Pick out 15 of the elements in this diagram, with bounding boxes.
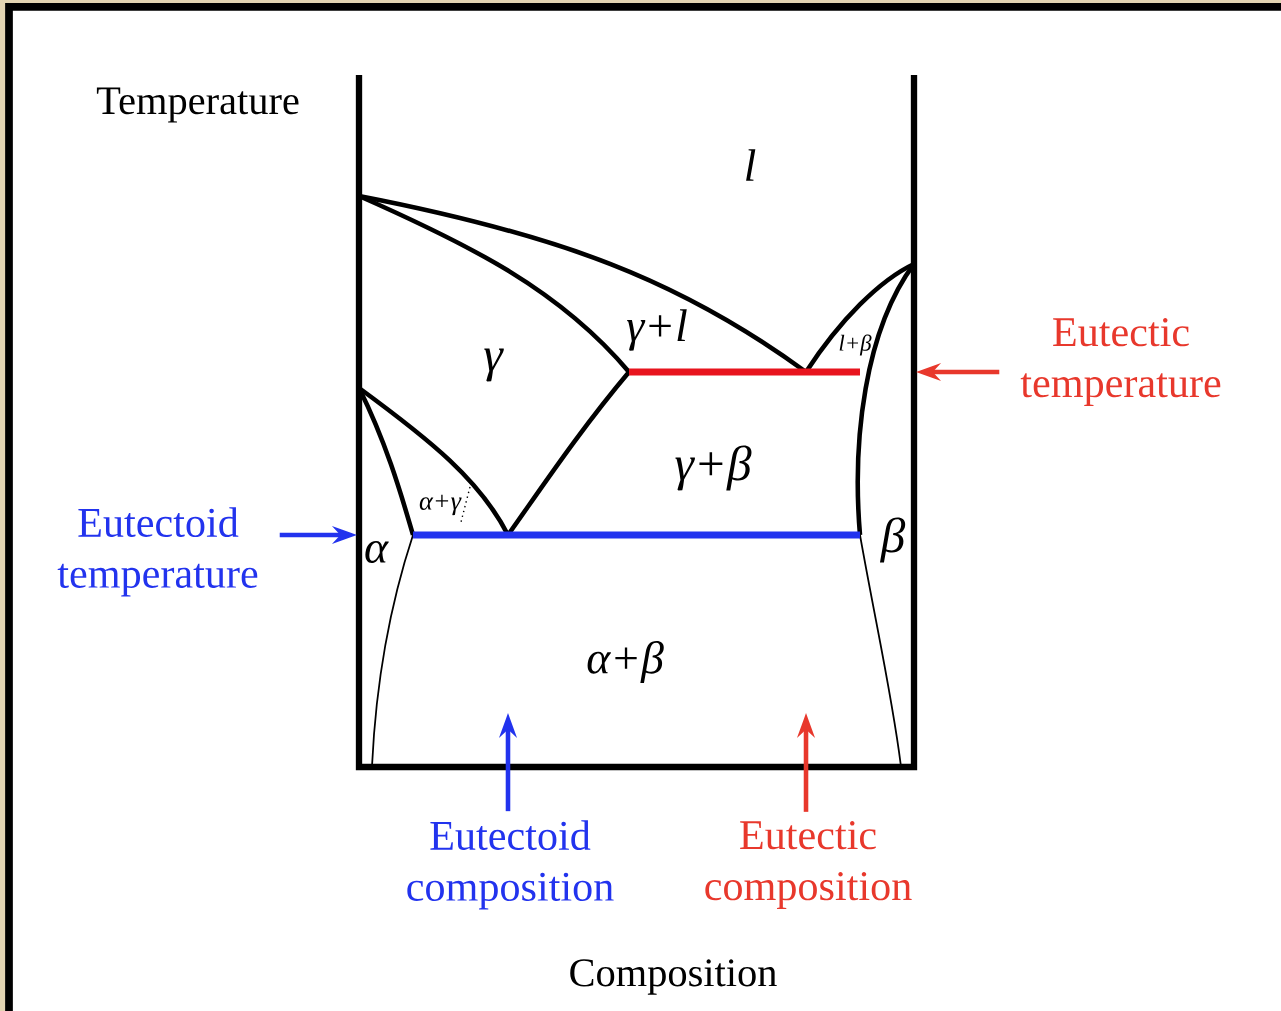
phase-label: γ — [484, 348, 504, 382]
phase-label: γ+l — [627, 309, 687, 351]
axis-title: Temperature — [96, 87, 299, 123]
axis-title: Composition — [570, 959, 777, 995]
annotation-text: Eutectoid composition — [407, 820, 614, 910]
phase-label: l+β — [839, 334, 872, 356]
phase-label: γ+β — [675, 445, 752, 491]
annotation-text: Eutectoid temperature — [57, 507, 258, 597]
phase-label: α — [365, 540, 389, 563]
phase-label: β — [880, 517, 906, 563]
annotation-text: Eutectic composition — [705, 821, 912, 909]
phase-label: α+γ — [419, 494, 462, 516]
phase-label: α+β — [587, 641, 664, 683]
phase-label: l — [746, 149, 756, 181]
annotation-text: Eutectic temperature — [1020, 318, 1221, 406]
